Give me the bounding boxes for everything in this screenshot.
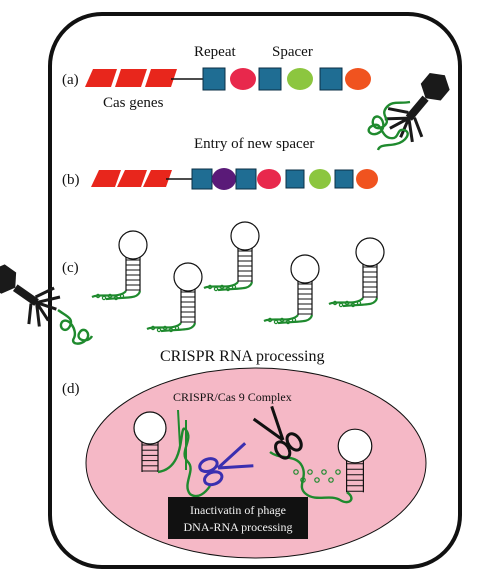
nucleotide-dot: [328, 477, 334, 483]
spacer-purple: [212, 168, 236, 190]
nucleotide-dot: [300, 477, 306, 483]
cas-gene-block: [85, 69, 117, 87]
scissors-icon: [198, 442, 254, 487]
row-c-tag: (c): [62, 260, 79, 276]
repeat-block: [285, 169, 305, 189]
spacer-orange: [345, 68, 371, 90]
complex-rnas: [133, 409, 373, 504]
array-a: [202, 67, 371, 91]
crrna-hairpin: [328, 237, 385, 308]
repeat-block: [258, 67, 282, 91]
spacer-orange: [356, 169, 378, 189]
crrna-hairpin: [146, 262, 203, 333]
result-line-2: DNA-RNA processing: [184, 520, 293, 534]
result-box: [168, 497, 308, 539]
nucleotide-dot: [335, 469, 341, 475]
target-dna-strand: [269, 450, 353, 504]
repeat-block: [202, 67, 226, 91]
array-b: [191, 168, 378, 190]
crrna-hairpin: [203, 221, 260, 292]
repeat-block: [319, 67, 343, 91]
phage-icon: [0, 264, 61, 327]
nucleotide-dot: [307, 469, 313, 475]
crrna-hairpin: [263, 254, 320, 325]
row-b-title: Entry of new spacer: [194, 136, 314, 152]
row-d-tag: (d): [62, 381, 80, 397]
result-line-1: Inactivatin of phage: [190, 503, 286, 517]
nucleotide-dot: [293, 469, 299, 475]
spacer-green: [309, 169, 331, 189]
cas-genes-label: Cas genes: [103, 95, 164, 111]
spacer-green: [287, 68, 313, 90]
repeat-block: [334, 169, 354, 189]
repeat-block: [191, 168, 213, 190]
row-b-tag: (b): [62, 172, 80, 188]
spacer-label: Spacer: [272, 44, 313, 60]
crrna-group: [91, 221, 385, 333]
scissors-icon: [252, 405, 303, 460]
row-a-tag: (a): [62, 72, 79, 88]
cas-genes-b: [91, 170, 172, 187]
repeat-block: [235, 168, 257, 190]
spacer-red: [230, 68, 256, 90]
row-c-title: CRISPR RNA processing: [160, 348, 324, 365]
phage-icon: [384, 73, 450, 143]
cas-genes-a: [85, 69, 177, 87]
target-dna-strand: [177, 409, 187, 470]
phage-dna-icon: [57, 309, 94, 345]
cas-gene-block: [145, 69, 177, 87]
complex-label: CRISPR/Cas 9 Complex: [173, 390, 292, 404]
cas-gene-block: [91, 170, 121, 187]
nucleotide-dot: [321, 469, 327, 475]
nucleotide-dot: [314, 477, 320, 483]
guide-rna-icon: [133, 411, 167, 472]
repeat-label: Repeat: [194, 44, 236, 60]
crrna-hairpin: [91, 230, 148, 301]
spacer-red: [257, 169, 281, 189]
target-dna-strand: [157, 427, 211, 498]
cas-gene-block: [143, 170, 172, 187]
phage-dna-icon: [367, 100, 411, 151]
cas-gene-block: [115, 69, 147, 87]
guide-rna-icon: [337, 428, 373, 493]
cas-gene-block: [117, 170, 147, 187]
